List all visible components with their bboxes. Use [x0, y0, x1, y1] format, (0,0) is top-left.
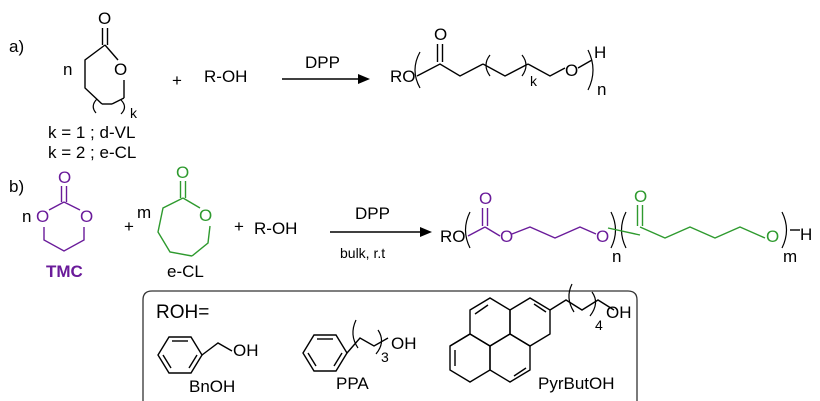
panel-b-plus-2: +: [234, 217, 244, 236]
panel-b-plus-1: +: [124, 217, 134, 236]
product-a-carbonyl-o: O: [434, 25, 447, 44]
panel-b-product: RO O O O n O O m H: [440, 187, 812, 266]
panel-b-label: b): [9, 177, 24, 196]
panel-a-plus: +: [172, 71, 182, 90]
tmc-monomer: n O O O TMC: [22, 168, 93, 281]
tmc-o-left: O: [36, 207, 49, 226]
ppa-structure: 3 OH PPA: [302, 319, 417, 393]
roh-box-frame: [142, 290, 638, 401]
panel-a-label: a): [9, 37, 24, 56]
panel-b: b) n O O O TMC + m O O e-CL +: [9, 163, 812, 281]
cl-carbonyl-o: O: [176, 163, 189, 182]
monomer-carbonyl-o: O: [98, 9, 111, 28]
product-b-carbonate-o1: O: [500, 227, 513, 246]
bnoh-oh: OH: [233, 341, 259, 360]
caprolactone-monomer: m O O e-CL: [137, 163, 212, 281]
tmc-n: n: [22, 207, 31, 226]
panel-a: a) n O O k k = 1 ; d-VL k = 2 ; e-CL + R…: [9, 9, 606, 162]
panel-b-catalyst: DPP: [355, 204, 390, 223]
monomer-k: k: [130, 105, 138, 121]
product-b-ester-co: O: [634, 187, 647, 206]
cl-name: e-CL: [167, 262, 204, 281]
panel-b-conditions: bulk, r.t: [340, 245, 385, 261]
bnoh-structure: OH BnOH: [157, 336, 259, 396]
product-b-ro: RO: [440, 227, 466, 246]
ppa-oh: OH: [391, 334, 417, 353]
monomer-k1-line: k = 1 ; d-VL: [48, 123, 135, 142]
panel-a-product: RO O k O H n: [390, 25, 606, 99]
product-b-carbonate-co: O: [479, 189, 492, 208]
panel-a-catalyst: DPP: [305, 53, 340, 72]
pyr-oh: OH: [606, 303, 632, 322]
panel-b-alcohol: R-OH: [254, 219, 297, 238]
bnoh-name: BnOH: [189, 377, 235, 396]
product-a-h: H: [594, 43, 606, 62]
tmc-name: TMC: [46, 262, 83, 281]
monomer-k2-line: k = 2 ; e-CL: [48, 143, 136, 162]
product-a-k: k: [530, 73, 538, 89]
roh-box: ROH= OH BnOH 3 OH PPA: [142, 283, 638, 401]
roh-title: ROH=: [156, 302, 209, 323]
product-b-ester-chain-o: O: [766, 227, 779, 246]
product-a-n: n: [597, 80, 606, 99]
product-a-chain-o: O: [565, 61, 578, 80]
monomer-n: n: [63, 60, 72, 79]
pyr-subscript: 4: [595, 317, 603, 333]
tmc-carbonyl-o: O: [58, 168, 71, 187]
product-b-m: m: [783, 247, 797, 266]
tmc-o-right: O: [80, 207, 93, 226]
product-b-n: n: [612, 247, 621, 266]
product-b-carbonate-o2: O: [596, 227, 609, 246]
ppa-name: PPA: [336, 374, 369, 393]
pyrbutoh-structure: 4 OH PyrButOH: [449, 283, 632, 393]
cl-m: m: [137, 203, 151, 222]
product-b-h: H: [800, 225, 812, 244]
panel-a-alcohol: R-OH: [204, 67, 247, 86]
lactone-monomer: n O O k k = 1 ; d-VL k = 2 ; e-CL: [48, 9, 138, 162]
pyr-name: PyrButOH: [538, 374, 615, 393]
ppa-subscript: 3: [381, 349, 389, 365]
monomer-ring-o: O: [114, 60, 127, 79]
product-a-ro: RO: [390, 67, 416, 86]
cl-ring-o: O: [199, 206, 212, 225]
